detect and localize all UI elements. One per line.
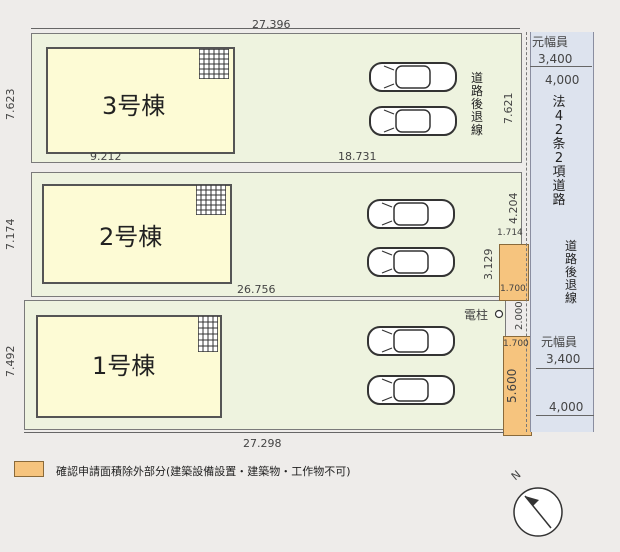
car-icon bbox=[367, 375, 455, 405]
original-width-label-top: 元幅員 bbox=[532, 35, 569, 49]
setback-line-label-right: 道路後退線 bbox=[564, 239, 577, 305]
legend-text: 確認申請面積除外部分(建築設備設置・建築物・工作物不可) bbox=[56, 465, 351, 478]
dim-lot3-bottom: 18.731 bbox=[338, 150, 377, 163]
car-icon bbox=[367, 247, 455, 277]
dimension-line-top bbox=[31, 28, 520, 29]
road-width-line-bottom-2 bbox=[536, 415, 594, 416]
excluded-area-1 bbox=[503, 336, 532, 436]
road-width-line-bottom bbox=[536, 368, 594, 369]
dim-notch-width-a: 1.700 bbox=[500, 284, 526, 294]
dim-lot1-left: 7.492 bbox=[4, 345, 17, 378]
car-icon bbox=[367, 326, 455, 356]
original-width-value-top: 3,400 bbox=[538, 52, 573, 66]
dim-lot3-right: 7.621 bbox=[502, 92, 515, 125]
pole-label: 電柱 bbox=[464, 308, 489, 322]
dim-notch-gap: 2.000 bbox=[514, 301, 525, 330]
car-icon bbox=[369, 106, 457, 136]
dim-bottom-width: 27.298 bbox=[243, 437, 282, 450]
width-after-bottom: 4,000 bbox=[549, 400, 584, 414]
car-icon bbox=[367, 199, 455, 229]
dim-lot3-left: 7.623 bbox=[4, 88, 17, 121]
stair-grid-2 bbox=[196, 185, 226, 215]
north-arrow-icon bbox=[513, 487, 563, 537]
excluded-area-2 bbox=[499, 244, 529, 301]
dim-top-width: 27.396 bbox=[252, 18, 291, 31]
house-3-label: 3号棟 bbox=[102, 92, 166, 120]
house-1-label: 1号棟 bbox=[92, 352, 156, 380]
dim-lot3-house-offset: 9.212 bbox=[90, 150, 122, 163]
dim-lot2-right: 4.204 bbox=[507, 192, 520, 225]
width-after-top: 4,000 bbox=[545, 73, 580, 87]
legend-swatch bbox=[14, 461, 44, 477]
dim-lot2-bottom: 26.756 bbox=[237, 283, 276, 296]
dim-lot2-notch: 1.714 bbox=[497, 228, 523, 238]
road-setback-line bbox=[526, 32, 528, 432]
dimension-line-bottom bbox=[24, 432, 504, 433]
car-icon bbox=[369, 62, 457, 92]
utility-pole-icon bbox=[494, 309, 504, 319]
stair-grid-3 bbox=[199, 49, 229, 79]
original-width-label-bottom: 元幅員 bbox=[541, 335, 578, 349]
dim-lot1-notch-height: 5.600 bbox=[505, 368, 519, 403]
original-width-value-bottom: 3,400 bbox=[546, 352, 581, 366]
dim-notch-width-b: 1.700 bbox=[503, 339, 529, 349]
road-type-label: 法42条2項道路 bbox=[552, 95, 566, 208]
road-width-line-top bbox=[530, 66, 592, 67]
setback-line-label-left: 道路後退線 bbox=[470, 71, 483, 137]
dim-lot2-left: 7.174 bbox=[4, 218, 17, 251]
road bbox=[530, 32, 594, 432]
house-1 bbox=[36, 315, 222, 418]
stair-grid-1 bbox=[198, 316, 218, 352]
dim-lot2-notch-height: 3.129 bbox=[482, 248, 495, 281]
house-2-label: 2号棟 bbox=[99, 223, 163, 251]
